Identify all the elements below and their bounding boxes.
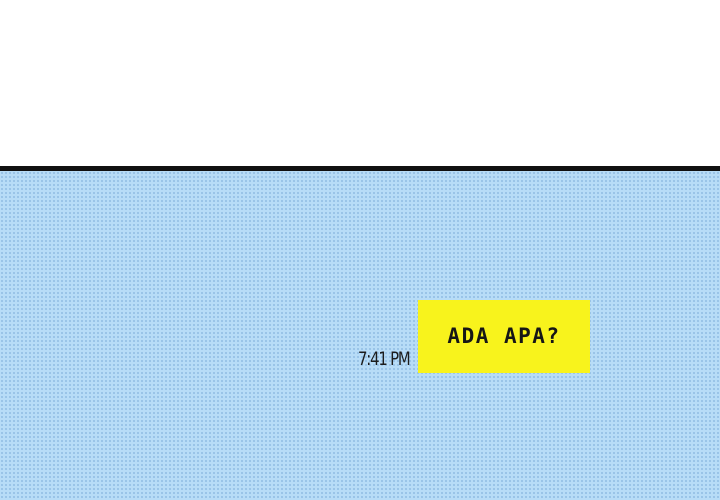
message-text: ADA APA?	[447, 323, 561, 348]
chat-background	[0, 171, 720, 500]
panel-divider	[0, 166, 720, 171]
blank-panel-area	[0, 0, 720, 166]
message-bubble: ADA APA?	[418, 300, 590, 373]
message-timestamp: 7:41 PM	[358, 348, 411, 370]
